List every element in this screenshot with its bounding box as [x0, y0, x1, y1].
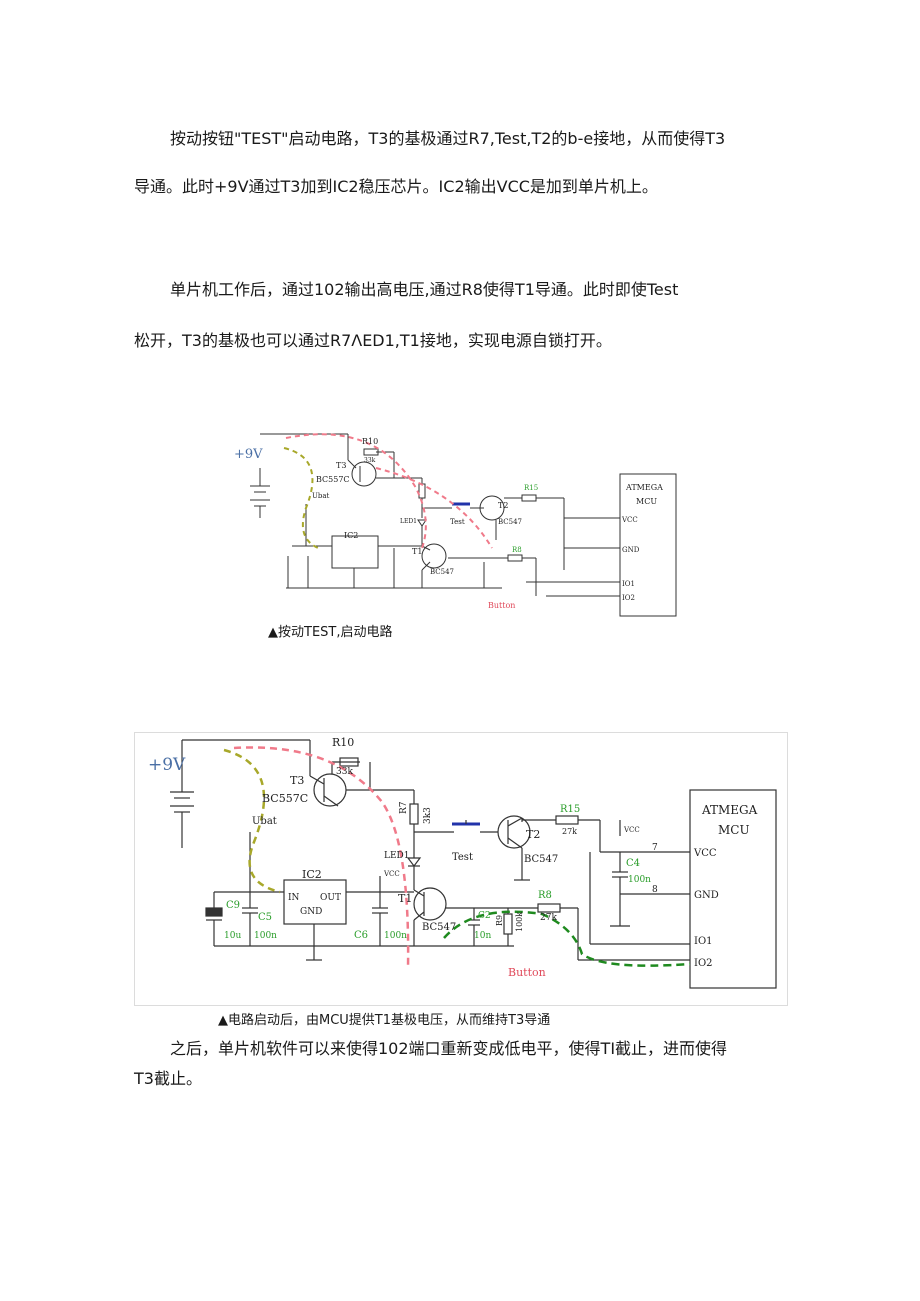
figure-2-frame	[134, 732, 788, 1006]
vcc-pin-label: VCC	[621, 516, 638, 524]
led1-label: LED1	[400, 518, 417, 525]
io2-label: IO2	[622, 594, 635, 602]
ubat-label: Ubat	[312, 492, 330, 500]
ic2-gnd-label: GND	[300, 907, 322, 917]
t3-label: T3	[290, 774, 304, 787]
r9-value: 100k	[515, 912, 524, 932]
schematic-figure-2: +9V R10 33k T3 BC557C Ubat R7 3k3 LED1 T…	[148, 736, 777, 989]
r8-label: R8	[512, 546, 522, 554]
t1-label: T1	[412, 547, 422, 556]
button-label: Button	[508, 966, 546, 979]
r9-label: R9	[495, 915, 504, 926]
c6-value: 100n	[384, 931, 407, 941]
r10-value: 33k	[336, 767, 353, 777]
pin-8-label: 8	[652, 885, 658, 895]
paragraph-3-line-1: 之后，单片机软件可以来使得102端口重新变成低电平，使得TI截止，进而使得	[170, 1039, 728, 1058]
ic2-label: IC2	[344, 531, 358, 540]
c4-label: C4	[626, 858, 640, 869]
r10-value: 33k	[364, 457, 376, 464]
t3-type: BC557C	[262, 792, 308, 805]
mcu-label-2: MCU	[718, 823, 750, 837]
t1-type: BC547	[430, 568, 454, 576]
ic2-out-label: OUT	[320, 893, 341, 903]
test-label: Test	[450, 518, 465, 526]
io1-label: IO1	[622, 580, 635, 588]
test-label: Test	[452, 852, 473, 863]
mcu-label-1: ATMEGA	[625, 483, 663, 492]
r15-value: 27k	[562, 827, 577, 836]
schematic-figure-1: +9V R10 33k T3 BC557C Ubat LED1 Test T2 …	[234, 433, 677, 617]
paragraph-3-line-2: T3截止。	[134, 1069, 202, 1088]
mcu-label-2: MCU	[636, 497, 657, 506]
r15-label: R15	[560, 804, 580, 815]
t2-type: BC547	[498, 518, 522, 526]
vcc-pin-label: VCC	[693, 848, 717, 859]
supply-label: +9V	[234, 447, 263, 462]
t2-label: T2	[498, 501, 508, 510]
c2-value: 10n	[474, 931, 491, 941]
t1-label: T1	[398, 892, 412, 905]
supply-label: +9V	[148, 755, 186, 775]
r7-value: 3k3	[423, 807, 433, 824]
r8-label: R8	[538, 890, 552, 901]
r10-label: R10	[332, 736, 354, 749]
io2-label: IO2	[694, 958, 713, 969]
c9-value: 10u	[224, 931, 241, 941]
paragraph-1-line-2: 导通。此时+9V通过T3加到IC2稳压芯片。IC2输出VCC是加到单片机上。	[134, 177, 658, 196]
gnd-pin-label: GND	[694, 890, 719, 901]
vcc-flag-left-label: VCC	[383, 870, 400, 878]
c4-value: 100n	[628, 875, 651, 885]
r10-label: R10	[362, 437, 378, 446]
t2-type: BC547	[524, 854, 558, 865]
io1-label: IO1	[694, 936, 713, 947]
ic2-label: IC2	[302, 868, 322, 881]
c6-label: C6	[354, 930, 368, 941]
led1-label: LED1	[384, 851, 410, 861]
t3-label: T3	[336, 461, 346, 470]
c2-label: C2	[478, 911, 491, 921]
t1-type: BC547	[422, 922, 456, 933]
c5-value: 100n	[254, 931, 277, 941]
r7-label: R7	[399, 801, 409, 814]
paragraph-2-line-2: 松开，T3的基极也可以通过R7ΛED1,T1接地，实现电源自锁打开。	[134, 331, 612, 350]
ubat-label: Ubat	[252, 816, 277, 827]
gnd-pin-label: GND	[622, 546, 640, 554]
ic2-in-label: IN	[288, 893, 300, 903]
t2-label: T2	[526, 828, 540, 841]
c5-label: C5	[258, 912, 272, 923]
mcu-label-1: ATMEGA	[701, 803, 758, 817]
button-label: Button	[488, 601, 515, 610]
t3-type: BC557C	[316, 475, 350, 484]
figure-1-caption: ▲按动TEST,启动电路	[268, 625, 393, 640]
figure-2-caption: ▲电路启动后，由MCU提供T1基极电压，从而维持T3导通	[218, 1013, 551, 1028]
paragraph-1-line-1: 按动按钮"TEST"启动电路，T3的基极通过R7,Test,T2的b-e接地，从…	[170, 129, 726, 148]
c9-label: C9	[226, 900, 240, 911]
r8-value: 27k	[540, 913, 557, 923]
paragraph-2-line-1: 单片机工作后，通过102输出高电压,通过R8使得T1导通。此时即使Test	[170, 280, 679, 299]
pin-7-label: 7	[652, 843, 658, 853]
r15-label: R15	[524, 484, 538, 492]
vcc-flag-label: VCC	[623, 826, 640, 834]
